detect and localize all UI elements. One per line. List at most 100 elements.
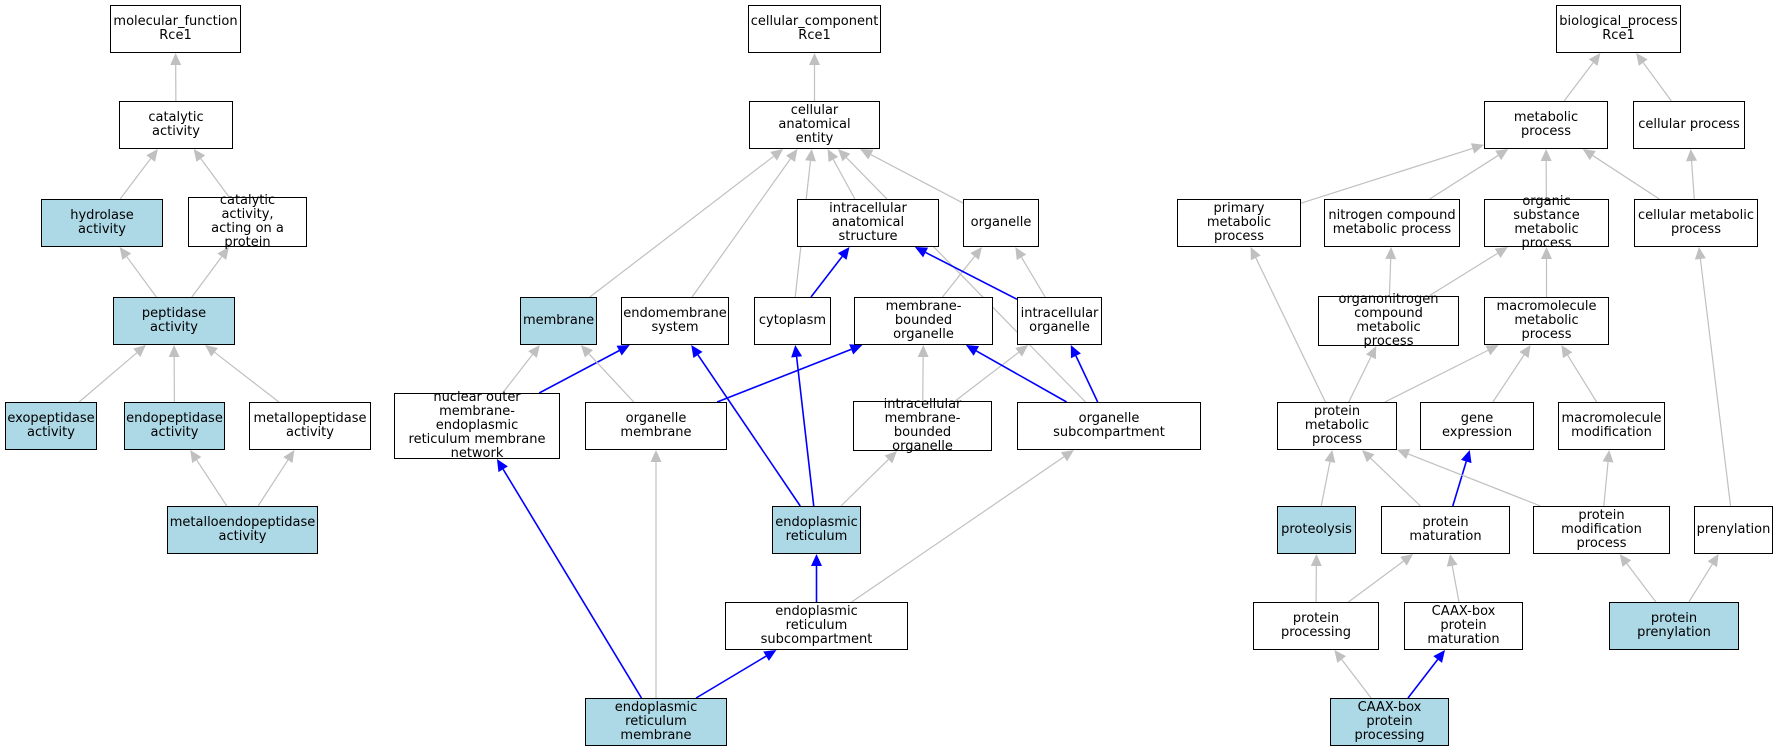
node-metallopeptidase-activity: metallopeptidase activity	[249, 402, 371, 450]
arrowhead-caaxmat-to-protmat	[1446, 554, 1458, 567]
edge-protpren-to-protmod	[1626, 563, 1657, 603]
arrowhead-hydrolase-to-catalytic	[146, 149, 158, 162]
node-molecular-function-root: molecular_function Rce1	[110, 5, 241, 53]
arrowhead-proteolysis-to-protmet	[1324, 450, 1336, 463]
edge-protmod-to-macromod	[1603, 461, 1609, 507]
edge-mbo-to-organelle	[942, 256, 976, 298]
node-cytoplasm: cytoplasm	[754, 297, 831, 345]
arrowhead-protmet-to-organonitrogen	[1366, 346, 1377, 360]
node-cellular-component-root: cellular_component Rce1	[748, 5, 881, 53]
arrowhead-er-to-endomembrane	[691, 345, 703, 359]
arrowhead-protpren-to-protmod	[1619, 554, 1632, 567]
node-proteolysis: proteolysis	[1277, 506, 1356, 554]
arrowhead-nuclear-to-endomembrane	[616, 345, 630, 356]
arrowhead-metalloendo-to-endopeptidase	[190, 450, 202, 464]
node-metabolic-process: metabolic process	[1484, 101, 1608, 149]
edge-er-to-cytoplasm	[795, 356, 815, 507]
arrowhead-endopeptidase-to-peptidase	[168, 345, 180, 358]
arrowhead-ermem-to-ersub	[763, 650, 777, 661]
node-nitrogen-compound-metabolic-process: nitrogen compound metabolic process	[1324, 199, 1460, 247]
arrowhead-io-to-ias	[914, 247, 929, 258]
node-metalloendopeptidase-activity: metalloendopeptidase activity	[167, 506, 318, 554]
arrowhead-protmod-to-protmet	[1397, 448, 1411, 460]
arrowhead-organic-to-metabolic	[1540, 149, 1552, 162]
node-membrane-bounded-organelle: membrane-bounded organelle	[854, 297, 993, 345]
edge-orgsub-to-cae	[845, 157, 1086, 403]
node-endoplasmic-reticulum-membrane: endoplasmic reticulum membrane	[585, 698, 727, 746]
arrowhead-cellmet-to-metabolic	[1582, 149, 1596, 161]
edge-nuclear-to-endomembrane	[538, 349, 620, 394]
arrowhead-er-to-cytoplasm	[791, 345, 803, 358]
arrowhead-ersub-to-er	[811, 554, 822, 566]
node-exopeptidase-activity: exopeptidase activity	[5, 402, 97, 450]
arrowhead-metabolic-to-bp_root	[1588, 53, 1601, 66]
arrowhead-nitrogen-to-metabolic	[1495, 149, 1509, 161]
node-macromolecule-modification: macromolecule modification	[1558, 402, 1665, 450]
edge-macromod-to-macromol	[1567, 354, 1598, 403]
edge-peptidase-to-cat_protein	[191, 256, 223, 298]
arrowhead-exopeptidase-to-peptidase	[133, 345, 146, 357]
arrowhead-orgsub-to-io	[1070, 345, 1081, 359]
arrowhead-metalloendo-to-metallopeptidase	[283, 450, 295, 464]
arrowhead-protmod-to-macromod	[1602, 450, 1614, 463]
arrowhead-er-to-imbo	[884, 451, 898, 464]
node-macromolecule-metabolic-process: macromolecule metabolic process	[1484, 297, 1609, 345]
edge-orgmem-to-mbo	[716, 348, 852, 403]
arrowhead-ermem-to-nuclear	[496, 459, 508, 473]
arrowhead-orgsub-to-mbo	[965, 345, 980, 356]
node-endomembrane-system: endomembrane system	[621, 297, 729, 345]
node-organelle-subcompartment: organelle subcompartment	[1017, 402, 1201, 450]
arrowhead-imbo-to-io	[1015, 345, 1029, 357]
node-cellular-anatomical-entity: cellular anatomical entity	[749, 101, 880, 149]
edge-exopeptidase-to-peptidase	[78, 352, 138, 403]
edge-imbo-to-io	[954, 351, 1020, 402]
edge-prenylation-to-cellmet	[1699, 258, 1732, 507]
node-intracellular-anatomical-structure: intracellular anatomical structure	[797, 199, 939, 247]
arrowhead-orgmem-to-membrane	[580, 345, 593, 358]
arrowhead-geneexp-to-macromol	[1519, 345, 1531, 359]
edge-cellmet-to-cellular	[1690, 160, 1695, 200]
edge-ias-to-cae	[832, 159, 856, 200]
arrowhead-protmat-to-protmet	[1362, 450, 1375, 463]
node-endopeptidase-activity: endopeptidase activity	[124, 402, 225, 450]
node-intracellular-organelle: intracellular organelle	[1017, 297, 1102, 345]
node-protein-prenylation: protein prenylation	[1609, 602, 1739, 650]
edge-organelle-to-cae	[870, 154, 964, 204]
arrowhead-protmet-to-primary	[1250, 247, 1261, 261]
arrowhead-caaxproc-to-caaxmat	[1433, 650, 1445, 663]
arrowhead-metallopeptidase-to-peptidase	[205, 345, 218, 357]
arrowhead-macromod-to-macromol	[1561, 345, 1573, 359]
edge-cellmet-to-metabolic	[1592, 155, 1660, 200]
node-primary-metabolic-process: primary metabolic process	[1177, 199, 1301, 247]
arrowhead-orgmem-to-mbo	[849, 344, 863, 355]
edge-metalloendo-to-endopeptidase	[196, 459, 228, 507]
arrowhead-protproc-to-proteolysis	[1310, 554, 1322, 567]
edge-protmet-to-primary	[1255, 257, 1326, 403]
edge-cellular-to-bp_root	[1642, 62, 1672, 102]
arrowhead-cae-to-cc_root	[809, 53, 820, 65]
edge-io-to-organelle	[1020, 256, 1046, 298]
edge-cat_protein-to-catalytic	[200, 158, 230, 198]
arrowhead-cytoplasm-to-cae	[805, 149, 816, 162]
arrowhead-ermem-to-orgmem	[650, 450, 662, 462]
node-protein-modification-process: protein modification process	[1533, 506, 1670, 554]
edge-endomembrane-to-cae	[691, 158, 791, 298]
edge-caaxmat-to-protmat	[1451, 565, 1460, 603]
arrowhead-ias-to-cae	[827, 149, 839, 163]
edge-peptidase-to-hydrolase	[126, 256, 157, 298]
edge-caaxproc-to-caaxmat	[1407, 659, 1439, 699]
edge-nitrogen-to-metabolic	[1429, 154, 1499, 200]
edge-protmet-to-macromol	[1384, 349, 1489, 403]
arrowhead-endomembrane-to-cae	[785, 149, 798, 162]
arrowhead-nuclear-to-membrane	[528, 345, 540, 358]
arrowhead-organelle-to-cae	[860, 149, 874, 160]
node-intracellular-membrane-bounded-organelle: intracellular membrane-bounded organelle	[853, 398, 992, 454]
edge-protmat-to-geneexp	[1452, 461, 1468, 507]
arrowhead-membrane-to-cae	[770, 149, 784, 161]
edge-orgmem-to-membrane	[588, 353, 635, 403]
edge-metalloendo-to-metallopeptidase	[257, 459, 289, 507]
arrowhead-prenylation-to-cellmet	[1694, 247, 1706, 260]
node-catalytic-activity: catalytic activity	[119, 101, 233, 149]
